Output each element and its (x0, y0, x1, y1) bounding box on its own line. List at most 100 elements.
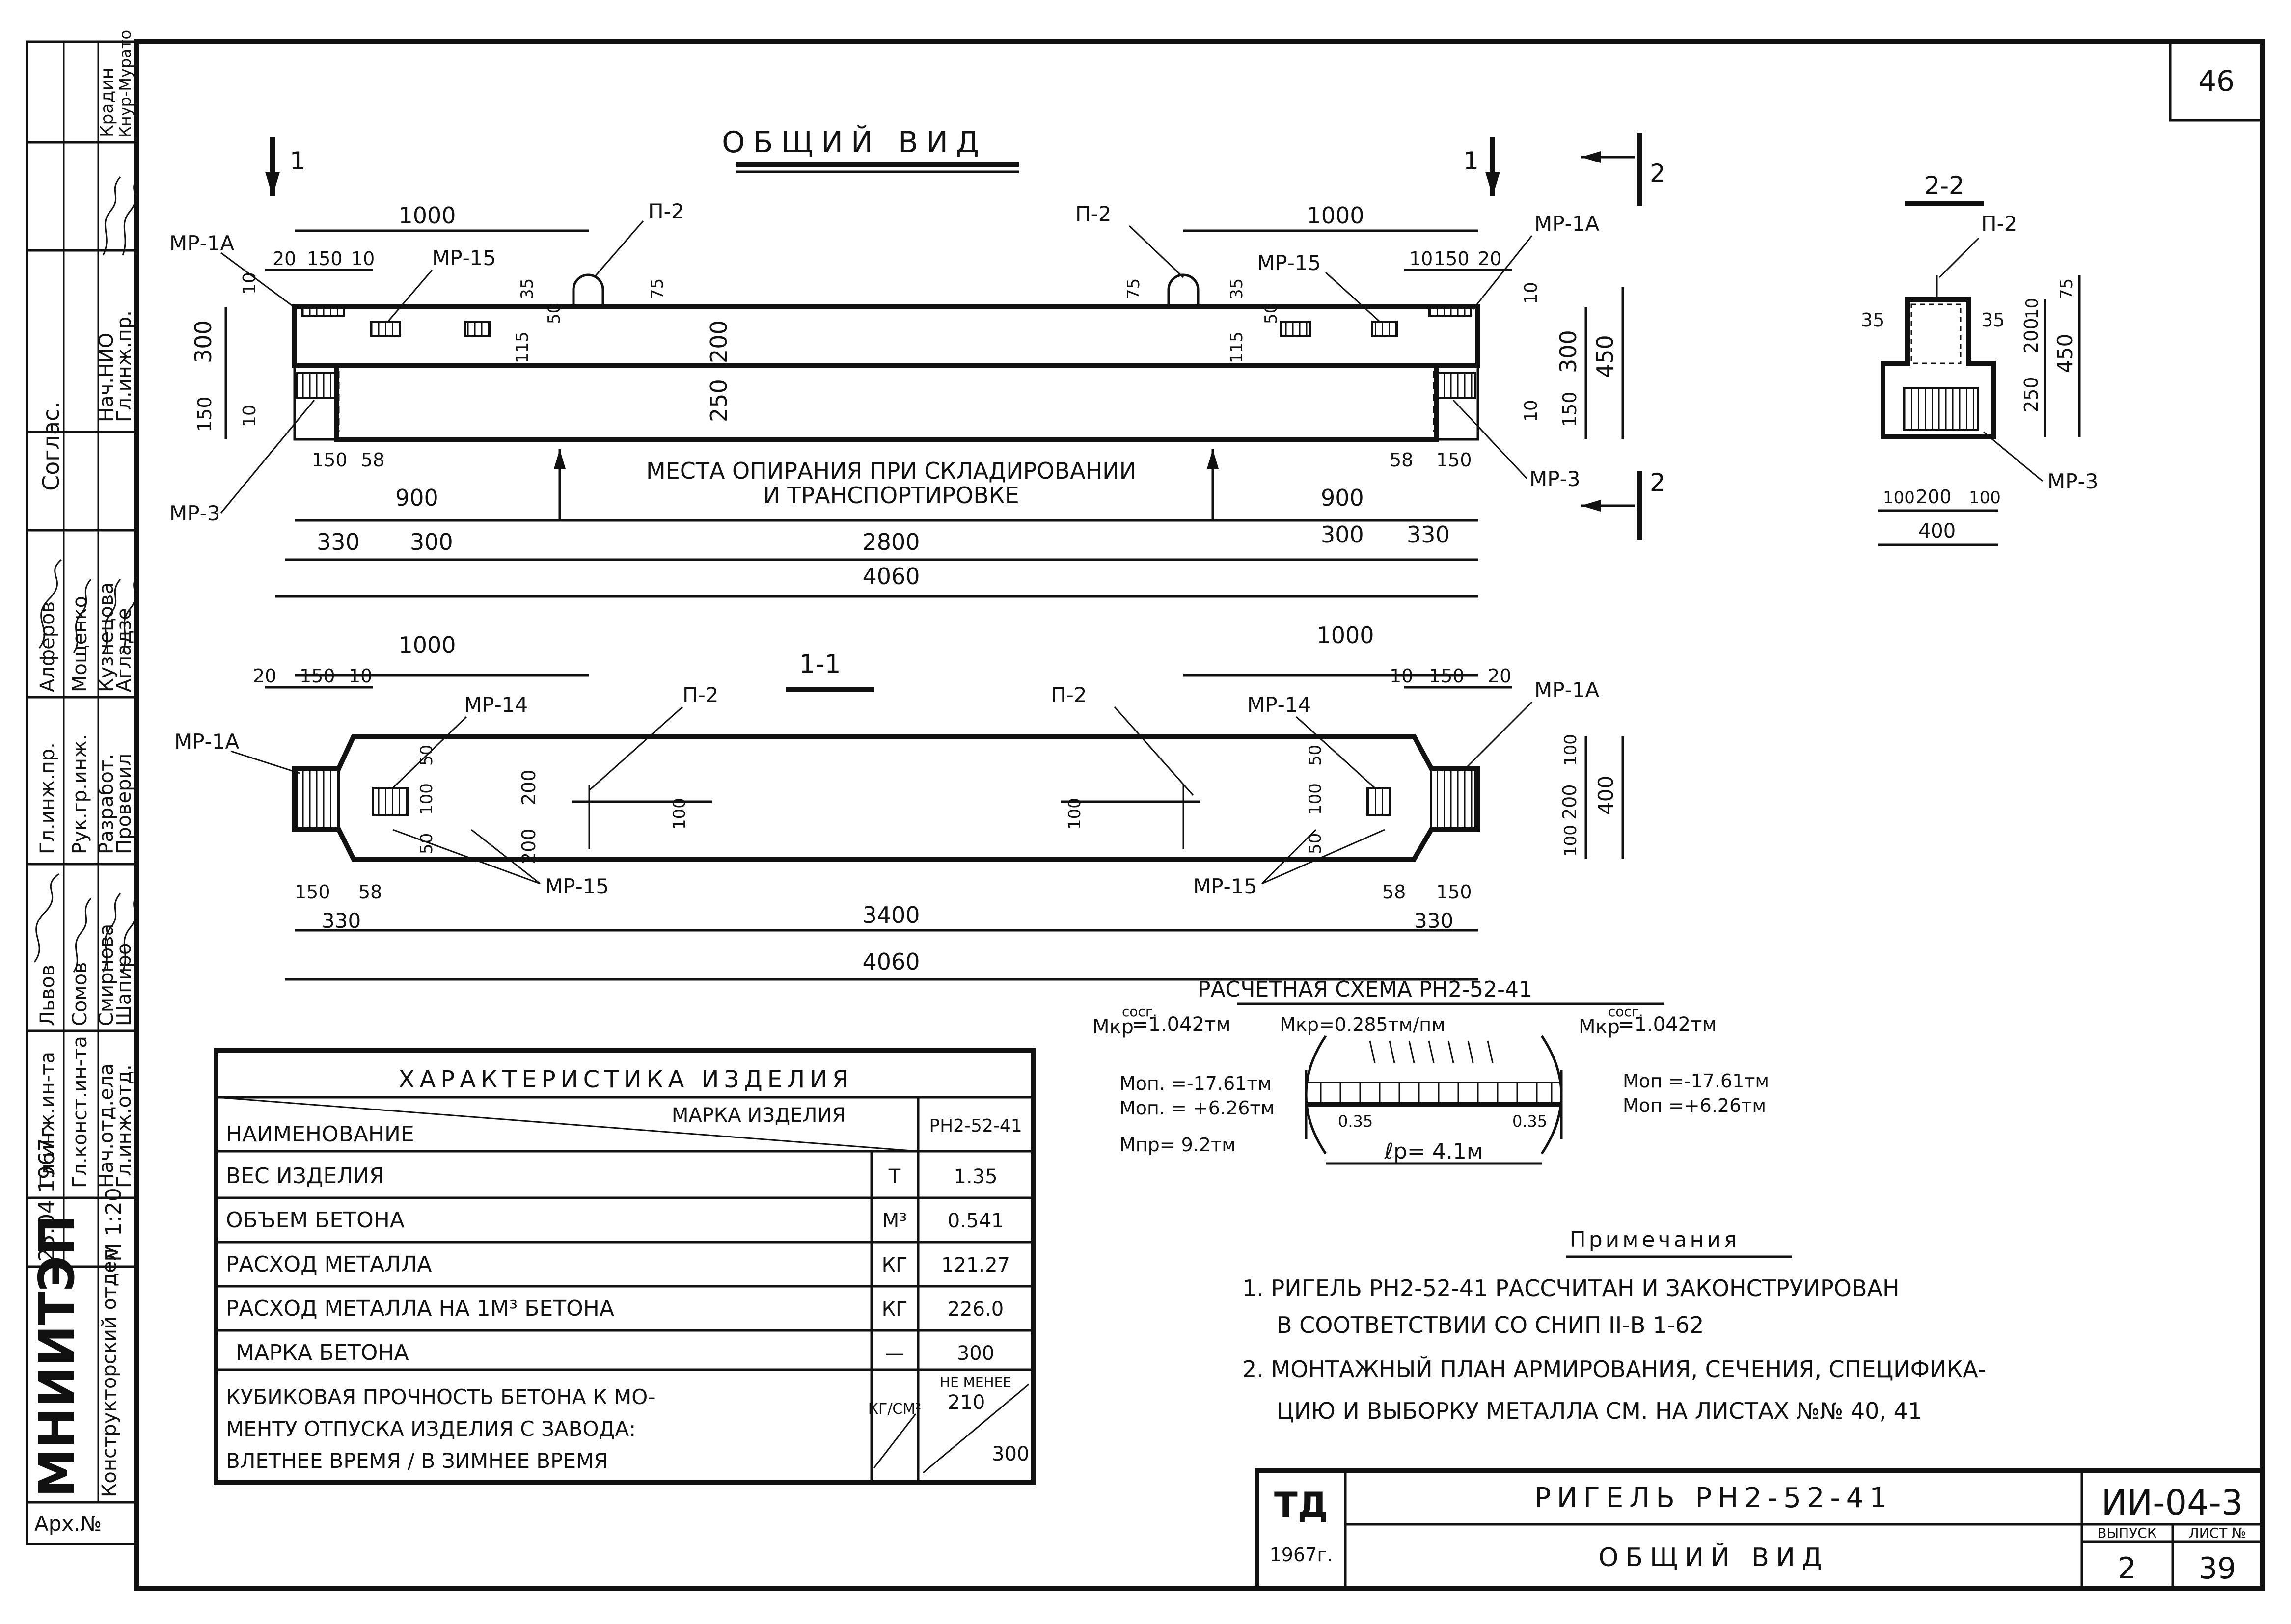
sheet-number: 46 (2198, 64, 2235, 98)
a-left-value: 0.35 (1338, 1112, 1373, 1131)
dim-150-s-right: 150 (1429, 665, 1465, 687)
spec-table: ХАРАКТЕРИСТИКА ИЗДЕЛИЯ МАРКА ИЗДЕЛИЯ НАИ… (214, 1048, 1036, 1485)
label-mr15-s-right: МР-15 (1193, 874, 1257, 898)
m-left-sup: сосг. (1122, 1003, 1157, 1020)
spec-row-0-name: ВЕС ИЗДЕЛИЯ (226, 1164, 384, 1189)
dim-1000-left: 1000 (398, 202, 456, 229)
dim-200-s2-bottom: 200 (1916, 486, 1952, 508)
section-1-1-outline (292, 734, 1480, 862)
spec-row-3-value: 226.0 (948, 1298, 1004, 1321)
dim-250-s2: 250 (2020, 377, 2042, 412)
stamp-name-1: Сомов (69, 962, 91, 1026)
label-p2-s-left: П-2 (682, 683, 718, 707)
dim-10-s-left: 10 (349, 665, 372, 687)
title-block: ТД 1967г. РИГЕЛЬ РН2-52-41 ОБЩИЙ ВИД ИИ-… (1255, 1468, 2265, 1591)
dim-300-bot-left: 300 (410, 529, 453, 555)
dim-1000-right: 1000 (1307, 202, 1364, 229)
stamp-agreed: Соглас. (38, 402, 64, 491)
mpr-value: Мпр= 9.2тм (1119, 1134, 1236, 1156)
stamp-role-9: Гл.инж.пр. (113, 310, 136, 422)
dim-330-right: 330 (1407, 521, 1450, 548)
spec-last-line2: МЕНТУ ОТПУСКА ИЗДЕЛИЯ С ЗАВОДА: (226, 1417, 636, 1441)
signature-7 (102, 579, 121, 653)
dim-900-right: 900 (1321, 485, 1364, 511)
signature-3 (102, 893, 121, 973)
p2-left-loop (572, 273, 604, 307)
support-note-line1: МЕСТА ОПИРАНИЯ ПРИ СКЛАДИРОВАНИИ (646, 458, 1136, 484)
spec-row-1-value: 0.541 (948, 1210, 1004, 1232)
spec-header-code: РН2-52-41 (929, 1116, 1022, 1136)
dim-150-s-left: 150 (300, 665, 335, 687)
mon-right-2: Моп =+6.26тм (1623, 1095, 1766, 1116)
dim-330-left: 330 (317, 529, 360, 555)
spec-row-4-unit: — (885, 1342, 904, 1365)
note-1-line1: 1. РИГЕЛЬ РН2-52-41 РАССЧИТАН И ЗАКОНСТР… (1242, 1275, 1900, 1301)
dim-20-left: 20 (273, 248, 296, 270)
a-right-value: 0.35 (1512, 1112, 1547, 1131)
spec-row-3-name: РАСХОД МЕТАЛЛА НА 1М³ БЕТОНА (226, 1296, 614, 1321)
dim-150-bot-left: 150 (312, 449, 348, 471)
stamp-date: 25.04 1967г (34, 1127, 59, 1262)
mr1a-right-plate (1428, 306, 1472, 317)
dim-10-right: 10 (1409, 248, 1433, 270)
title-issue: 2 (2118, 1551, 2136, 1586)
sheet-number-box (2169, 40, 2264, 122)
stamp-name-8: Крадин (97, 68, 117, 137)
signature-2 (73, 898, 92, 973)
spec-row-4-value: 300 (957, 1342, 994, 1365)
dim-115-right: 115 (1227, 331, 1247, 363)
mr1a-left-plate (301, 306, 345, 317)
dim-10-left-v: 10 (240, 272, 260, 295)
spec-last-v1: 210 (948, 1391, 985, 1414)
dim-330-s-right: 330 (1414, 909, 1453, 933)
dim-100-s-r: 100 (1306, 783, 1325, 815)
stamp-name-5: Мощенко (69, 596, 91, 692)
dim-150-bot-right: 150 (1436, 449, 1472, 471)
label-mr15-top-left: МР-15 (432, 246, 496, 270)
dim-200-s-l2: 200 (518, 828, 540, 864)
dim-20-s-left: 20 (253, 665, 276, 687)
signature-1 (33, 873, 59, 963)
label-mr1a-s-right: МР-1А (1534, 678, 1599, 702)
support-note-line2: И ТРАНСПОРТИРОВКЕ (763, 482, 1019, 509)
stamp-role-3: Гл.инж.отд. (113, 1064, 136, 1188)
general-view-title: ОБЩИЙ ВИД (722, 124, 987, 160)
calc-scheme: РАСЧЕТНАЯ СХЕМА РН2-52-41 Мкр сосг. =1.0… (1092, 977, 1769, 1165)
spec-last-line1: КУБИКОВАЯ ПРОЧНОСТЬ БЕТОНА К МО- (226, 1385, 655, 1409)
dim-300-right: 300 (1555, 330, 1582, 373)
mr14-left (372, 787, 409, 816)
mon-right-1: Моп =-17.61тм (1623, 1070, 1769, 1092)
label-mr3-right: МР-3 (1529, 467, 1580, 491)
p2-right-loop (1167, 273, 1200, 307)
dim-100-s-rt: 100 (1561, 734, 1581, 766)
mon-left-2: Моп. = +6.26тм (1119, 1097, 1275, 1119)
dim-58-bot-left: 58 (361, 449, 384, 471)
dim-58-s-bl: 58 (358, 881, 382, 903)
dim-75-right: 75 (1124, 278, 1144, 299)
spec-last-unit: КГ/СМ² (868, 1401, 922, 1418)
mr15-left-plate-b (464, 321, 491, 337)
mr1a-section-right (1430, 767, 1476, 831)
spec-header-mark: МАРКА ИЗДЕЛИЯ (672, 1104, 845, 1127)
dim-200-s-l1: 200 (518, 769, 540, 805)
side-stamp: Гл.инж.ин-та Гл.конст.ин-та Нач.отд.ела … (26, 30, 138, 1545)
spec-last-v2: 300 (992, 1443, 1029, 1465)
spec-row-0-value: 1.35 (954, 1165, 997, 1188)
title-td: ТД (1274, 1485, 1328, 1525)
m-left-value: =1.042тм (1132, 1013, 1231, 1036)
label-p2-top-left: П-2 (648, 199, 684, 223)
title-name: РИГЕЛЬ РН2-52-41 (1534, 1482, 1893, 1514)
dim-75-left: 75 (648, 278, 667, 299)
mr15-left-plate-a (370, 321, 401, 337)
m-left-label: Мкр (1092, 1016, 1134, 1038)
note-1-line2: В СООТВЕТСТВИИ СО СНИП II-В 1-62 (1277, 1312, 1704, 1338)
dim-10-s-right: 10 (1390, 665, 1413, 687)
spec-row-3-unit: КГ (882, 1298, 908, 1321)
stamp-role-0: Гл.инж.ин-та (36, 1052, 59, 1188)
dim-35-s2-left: 35 (1861, 309, 1884, 331)
dim-75-s2: 75 (2057, 278, 2076, 299)
section-1-mark-left: 1 (290, 147, 305, 175)
stamp-scale: М 1:20 (101, 1188, 126, 1262)
dim-150-right-v: 150 (1559, 391, 1581, 427)
section-2-mark-top: 2 (1650, 159, 1665, 188)
